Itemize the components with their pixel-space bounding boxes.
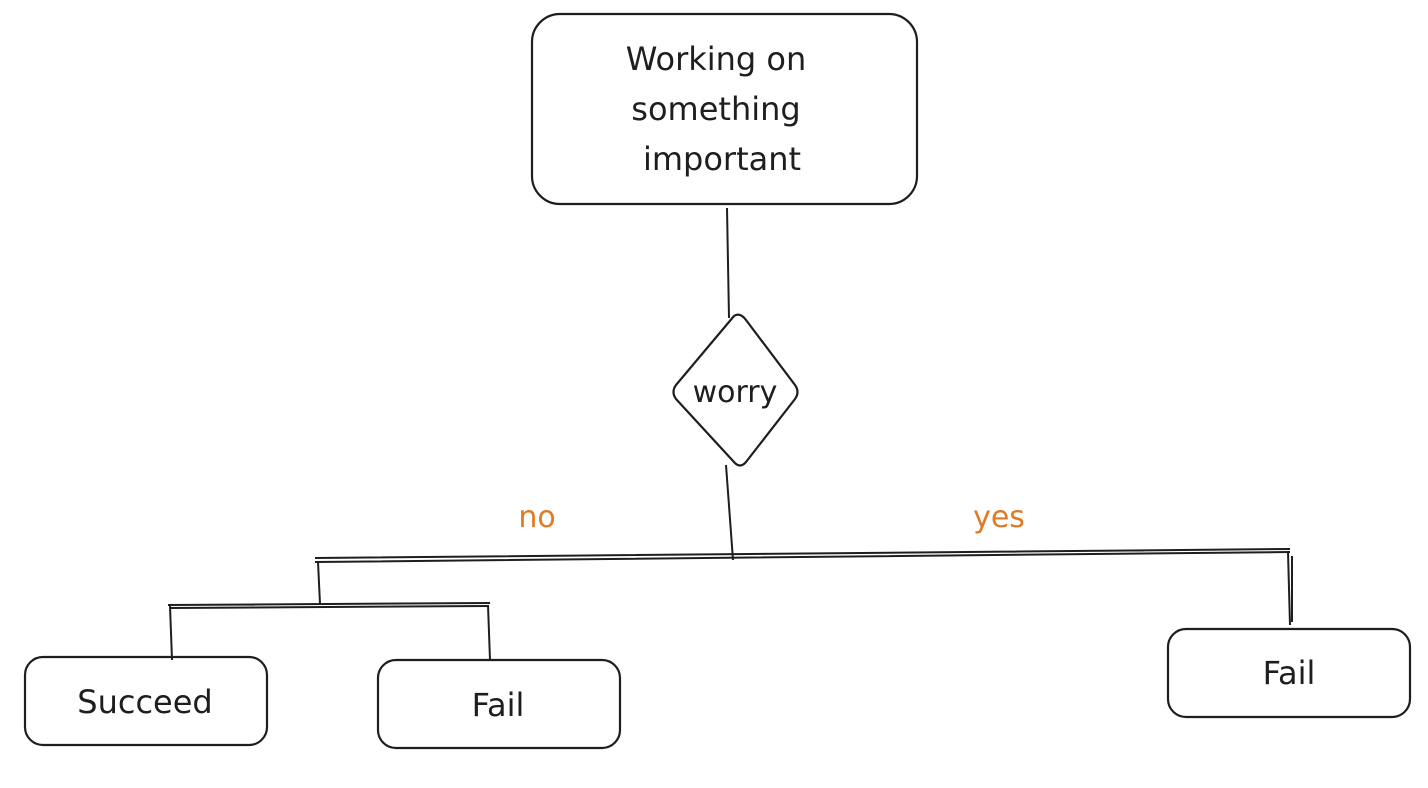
decision-node-diamond xyxy=(672,313,799,467)
edge-label-yes: yes xyxy=(973,500,1025,535)
edge-split-bar xyxy=(314,548,1291,563)
fail-yes-node-box xyxy=(1166,627,1412,719)
succeed-node-box xyxy=(23,655,269,747)
decision-node[interactable]: worry xyxy=(672,313,799,467)
root-node-box xyxy=(530,12,919,206)
edge-no-split-bar xyxy=(167,602,491,609)
root-node-line-3: important xyxy=(643,140,801,178)
root-node-line-2: something xyxy=(631,90,800,128)
fail-no-node-label: Fail xyxy=(472,686,525,724)
fail-no-node[interactable]: Fail xyxy=(376,658,622,750)
edge-label-no: no xyxy=(518,500,555,535)
root-node-line-1: Working on xyxy=(626,40,807,78)
edge-no-branch xyxy=(317,561,321,605)
edge-root-to-decision xyxy=(726,207,730,319)
edge-to-succeed xyxy=(169,605,173,661)
succeed-node-label: Succeed xyxy=(77,683,212,721)
succeed-node[interactable]: Succeed xyxy=(23,655,269,747)
edge-to-fail-no xyxy=(487,604,491,661)
fail-yes-node-label: Fail xyxy=(1263,654,1316,692)
fail-yes-node[interactable]: Fail xyxy=(1166,627,1412,719)
root-node[interactable]: Working on something important xyxy=(530,12,919,206)
edge-yes-branch xyxy=(1287,551,1293,626)
decision-node-label: worry xyxy=(693,375,778,410)
edge-decision-down xyxy=(725,464,734,561)
fail-no-node-box xyxy=(376,658,622,750)
